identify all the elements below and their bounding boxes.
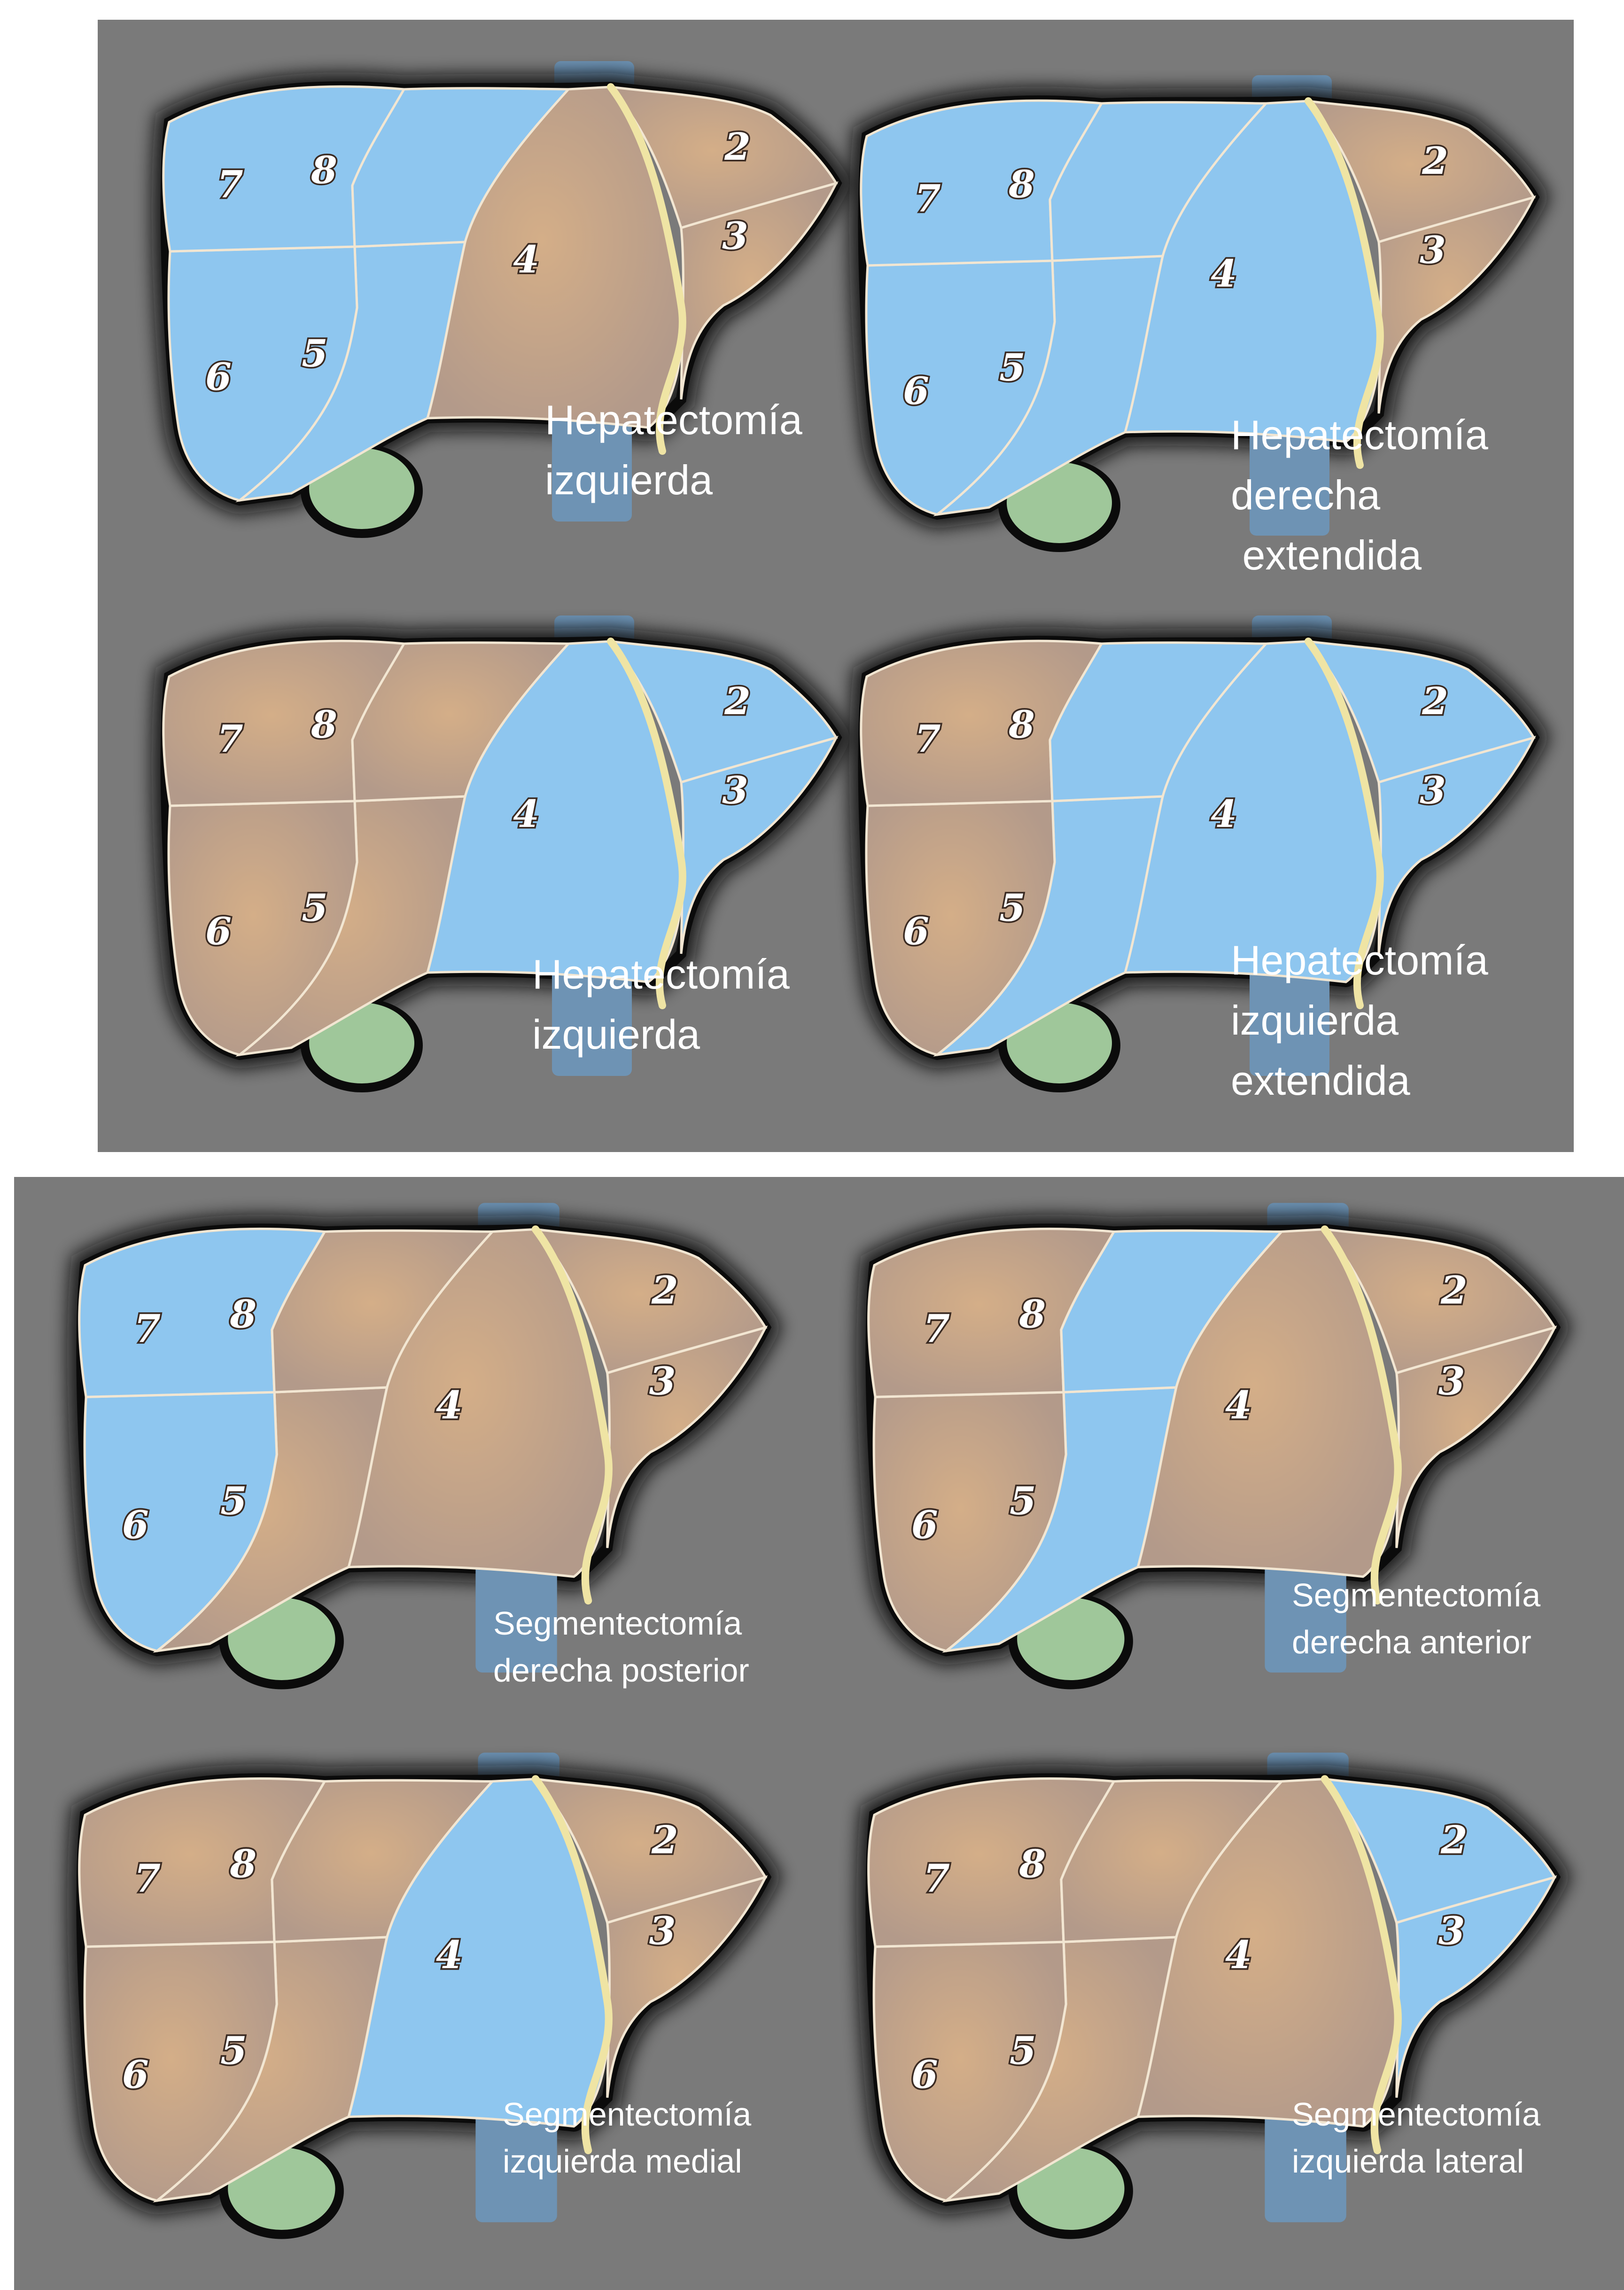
caption-line: Hepatectomía: [545, 390, 802, 450]
caption-line: izquierda lateral: [1292, 2138, 1540, 2185]
caption-line: Hepatectomía: [532, 944, 790, 1005]
segment-label-5: 5: [302, 886, 328, 930]
caption-line: Segmentectomía: [1292, 2091, 1540, 2138]
segment-label-4: 4: [513, 237, 539, 281]
segment-label-7: 7: [923, 1856, 950, 1901]
segment-label-4: 4: [1225, 1932, 1252, 1978]
segment-label-2: 2: [1440, 1268, 1468, 1313]
caption-line: Hepatectomía: [1231, 405, 1488, 465]
caption-line: derecha: [1231, 465, 1488, 525]
segment-label-8: 8: [1018, 1292, 1046, 1337]
segment-label-5: 5: [999, 886, 1026, 930]
diagram-caption: Hepatectomíaizquierdaextendida: [1231, 930, 1488, 1111]
segment-label-5: 5: [220, 2028, 247, 2073]
segment-label-3: 3: [1438, 1359, 1465, 1404]
caption-line: derecha anterior: [1292, 1619, 1540, 1666]
diagram-caption: Segmentectomíaizquierda medial: [503, 2091, 751, 2185]
segment-label-2: 2: [1422, 679, 1448, 723]
caption-line: Segmentectomía: [1292, 1572, 1540, 1619]
segment-label-4: 4: [513, 792, 539, 836]
diagram-caption: Hepatectomíaderecha extendida: [1231, 405, 1488, 585]
segment-label-8: 8: [1008, 162, 1035, 206]
caption-line: Segmentectomía: [503, 2091, 751, 2138]
segment-label-2: 2: [651, 1817, 678, 1862]
liver-illustration: 2 3 4 5 6 7 8: [846, 1753, 1593, 2270]
segment-label-5: 5: [220, 1479, 247, 1524]
segment-label-4: 4: [1211, 792, 1237, 836]
segment-label-6: 6: [205, 355, 232, 399]
segment-label-5: 5: [302, 331, 328, 375]
segment-label-2: 2: [1422, 139, 1448, 183]
segment-label-3: 3: [649, 1908, 676, 1954]
segment-label-2: 2: [724, 679, 751, 723]
segment-label-4: 4: [436, 1932, 463, 1978]
segment-label-8: 8: [229, 1292, 256, 1337]
segment-label-8: 8: [311, 702, 337, 747]
caption-line: derecha posterior: [493, 1647, 749, 1694]
caption-line: izquierda: [545, 450, 802, 510]
caption-line: extendida: [1231, 1051, 1488, 1111]
segment-label-5: 5: [1010, 1479, 1036, 1524]
segment-label-6: 6: [911, 2052, 938, 2097]
caption-line: extendida: [1231, 525, 1488, 585]
segment-label-3: 3: [1438, 1908, 1465, 1954]
caption-line: Segmentectomía: [493, 1600, 749, 1647]
segment-label-6: 6: [903, 909, 929, 953]
segment-label-3: 3: [1420, 228, 1446, 272]
segment-label-8: 8: [1008, 702, 1035, 747]
segment-label-4: 4: [1225, 1383, 1252, 1428]
segment-label-6: 6: [903, 369, 929, 413]
caption-line: Hepatectomía: [1231, 930, 1488, 990]
segment-label-8: 8: [229, 1841, 256, 1886]
segment-label-7: 7: [217, 162, 243, 206]
segment-label-6: 6: [122, 1503, 149, 1548]
segment-label-4: 4: [436, 1383, 463, 1428]
segment-label-5: 5: [999, 345, 1026, 389]
segment-label-3: 3: [722, 768, 748, 812]
caption-line: izquierda medial: [503, 2138, 751, 2185]
caption-line: izquierda: [1231, 990, 1488, 1051]
segment-label-8: 8: [311, 148, 337, 192]
caption-line: izquierda: [532, 1005, 790, 1065]
segment-label-8: 8: [1018, 1841, 1046, 1886]
segment-label-2: 2: [724, 125, 751, 169]
segment-label-5: 5: [1010, 2028, 1036, 2073]
segment-label-6: 6: [122, 2052, 149, 2097]
segment-label-7: 7: [134, 1856, 161, 1901]
segment-label-6: 6: [911, 1503, 938, 1548]
segment-label-7: 7: [915, 717, 941, 761]
segment-label-3: 3: [649, 1359, 676, 1404]
segment-label-3: 3: [722, 214, 748, 258]
segment-label-3: 3: [1420, 768, 1446, 812]
segment-label-4: 4: [1211, 251, 1237, 296]
segment-label-7: 7: [217, 717, 243, 761]
segment-label-7: 7: [923, 1306, 950, 1351]
liver-illustration: 2 3 4 5 6 7 8: [56, 1753, 804, 2270]
segment-label-7: 7: [915, 176, 941, 220]
segment-label-7: 7: [134, 1306, 161, 1351]
segment-label-6: 6: [205, 909, 232, 953]
segment-label-2: 2: [1440, 1817, 1468, 1862]
segment-label-2: 2: [651, 1268, 678, 1313]
